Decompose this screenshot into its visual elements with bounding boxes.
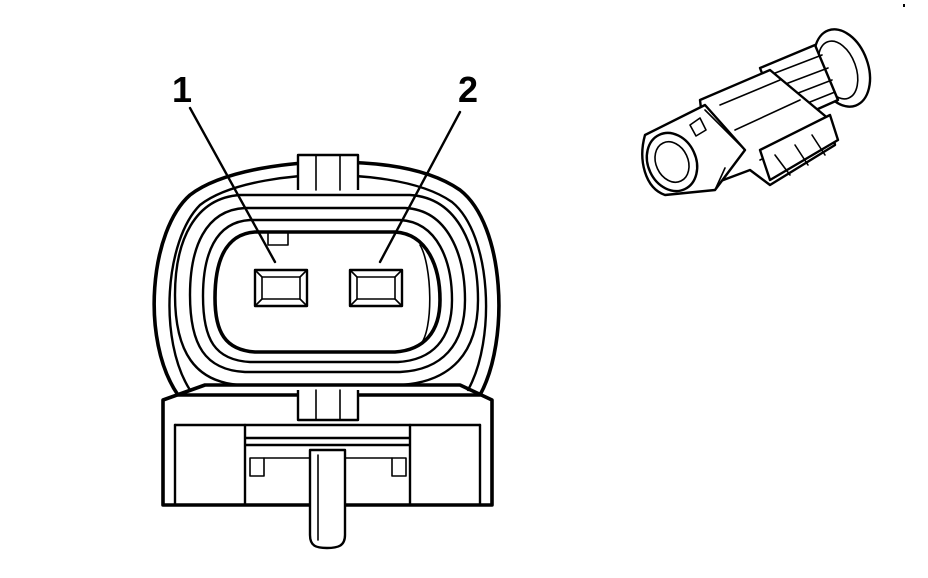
lock-notch-right	[391, 457, 407, 477]
pin-callouts: 1 2	[172, 69, 478, 264]
leader-line-1	[188, 106, 277, 264]
cavity-inner-edge	[419, 244, 431, 346]
bottom-lock-body	[161, 383, 494, 507]
seal-ring-outer	[173, 193, 480, 387]
lock-channel	[243, 423, 412, 507]
pin-label-2: 2	[458, 69, 478, 110]
bottom-latch-tab	[296, 390, 360, 422]
lock-notch-left	[249, 457, 265, 477]
leader-line-2	[378, 110, 462, 264]
corner-mark	[903, 4, 905, 7]
pin-label-1: 1	[172, 69, 192, 110]
cavity-keyway	[267, 231, 289, 246]
terminal-2	[348, 268, 404, 308]
connector-face-view	[152, 153, 501, 550]
seal-ring-inner	[201, 218, 454, 364]
top-latch-tab	[296, 153, 360, 190]
cpa-tab	[308, 448, 347, 550]
connector-isometric-view	[641, 28, 872, 197]
terminal-1	[253, 268, 309, 308]
terminal-cavity	[213, 230, 442, 354]
connector-housing-outer	[152, 160, 501, 397]
seal-ring-middle	[188, 206, 467, 374]
